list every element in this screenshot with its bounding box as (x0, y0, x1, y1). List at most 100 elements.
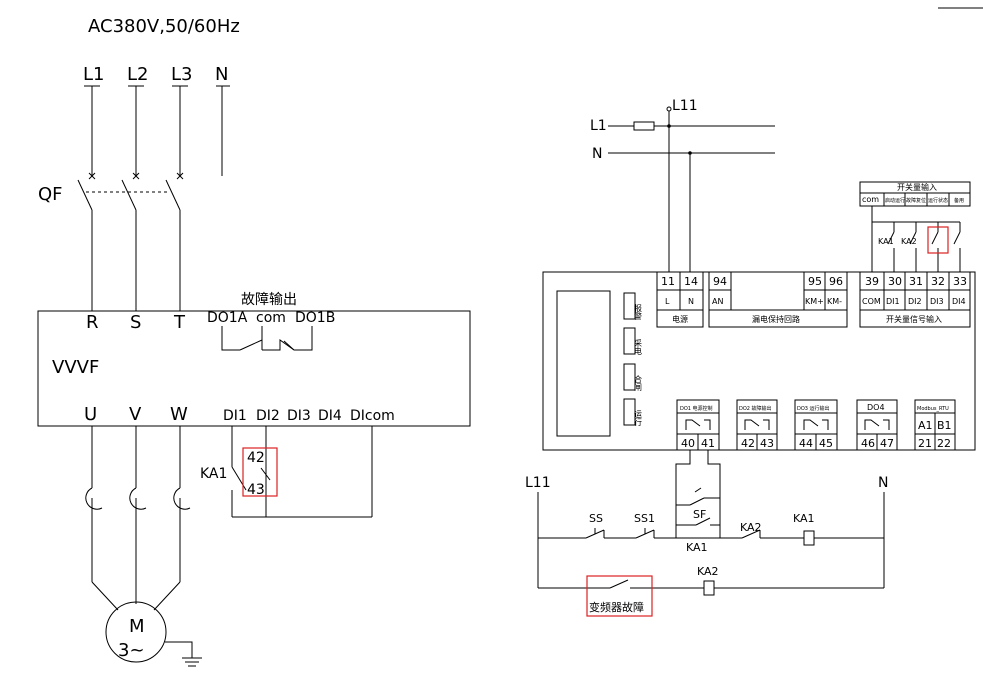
di-contacts: KA1 KA2 (871, 206, 961, 272)
motor-letter: M (129, 616, 145, 637)
terminal-di1: DI1 (223, 408, 247, 424)
protector-display (556, 290, 611, 437)
control-ss: SS (589, 512, 603, 525)
power-terminal-14: 14 (684, 275, 698, 288)
led-alarm: 报警 (634, 303, 643, 321)
power-title: 电源 (672, 314, 688, 324)
fault-contact-symbol (221, 326, 313, 351)
terminal-com: com (256, 310, 286, 326)
power-label-n: N (688, 297, 694, 306)
leak-label-km-plus: KM+ (805, 297, 824, 306)
di-sub-spare: 备用 (954, 197, 964, 204)
phase-label-n: N (215, 64, 228, 85)
protector-l11-node (666, 106, 672, 112)
phase-labels: L1 L2 L3 N (83, 64, 228, 85)
di-terminal-30: 30 (888, 275, 902, 288)
do1-title: DO1 电源控制 (680, 405, 713, 412)
leak-title: 漏电保持回路 (752, 314, 800, 324)
di-terminal-32: 32 (931, 275, 945, 288)
do4-terminal-46: 46 (861, 437, 875, 450)
protector-l11: L11 (672, 98, 698, 114)
di-title: 开关量信号输入 (886, 314, 942, 324)
do3-terminal-45: 45 (819, 437, 833, 450)
di-sub-reset: 故障复位 (906, 197, 926, 204)
control-ka1-coil: KA1 (793, 512, 815, 525)
power-terminal-11: 11 (661, 275, 675, 288)
led-close: 合闸 (634, 374, 643, 392)
di-label-com: COM (862, 297, 881, 306)
left-relay-pin-42: 42 (247, 450, 265, 466)
left-relay-highlight (242, 447, 278, 497)
control-ka2-contact: KA2 (740, 521, 762, 534)
leak-label-an: AN (712, 297, 723, 306)
left-relay-label: KA1 (200, 466, 227, 482)
do3-terminal-44: 44 (799, 437, 813, 450)
do4-block: DO4 46 47 (856, 399, 898, 451)
terminal-di2: DI2 (256, 408, 280, 424)
leak-terminal-block: 94 95 96 AN KM+ KM- 漏电保持回路 (708, 271, 848, 328)
terminal-di3: DI3 (287, 408, 311, 424)
do2-terminal-42: 42 (741, 437, 755, 450)
modbus-title: Modbus_RTU (917, 406, 949, 412)
vfd-output-u: U (84, 404, 97, 425)
do1-terminal-40: 40 (681, 437, 695, 450)
fault-output-title: 故障输出 (241, 292, 297, 308)
di-sub-com: com (862, 195, 879, 204)
left-relay-pin-43: 43 (247, 482, 265, 498)
leak-terminal-94: 94 (713, 275, 727, 288)
phase-label-l2: L2 (127, 64, 148, 85)
modbus-terminal-a1: A1 (918, 419, 933, 432)
control-l11: L11 (525, 475, 551, 491)
di-ka1-loop (231, 426, 373, 518)
supply-lines (608, 111, 775, 272)
do2-block: DO2 故障输出 42 43 (736, 399, 778, 451)
do4-title: DO4 (867, 403, 885, 412)
di-label-di2: DI2 (908, 297, 922, 306)
terminal-di4: DI4 (318, 408, 342, 424)
control-ss1: SS1 (634, 512, 655, 525)
breaker-symbol (77, 172, 184, 311)
di-terminal-block: 39 30 31 32 33 COM DI1 DI2 DI3 DI4 开关量信号… (859, 271, 971, 328)
di-label-di3: DI3 (930, 297, 944, 306)
di-run-state-highlight (927, 226, 949, 254)
di-sub-state: 运行状态 (928, 197, 948, 204)
di-contact-ka1: KA1 (878, 237, 894, 246)
motor-feeders (85, 426, 191, 611)
vfd-input-s: S (130, 312, 141, 333)
phase-bars (84, 85, 230, 176)
modbus-terminal-21: 21 (918, 437, 932, 450)
control-n: N (878, 475, 888, 491)
vfd-name: VVVF (52, 357, 99, 378)
di-label-di4: DI4 (952, 297, 966, 306)
control-sf: SF (693, 508, 706, 521)
di-contact-ka2: KA2 (901, 237, 917, 246)
control-ka2-coil: KA2 (697, 565, 719, 578)
do2-terminal-43: 43 (760, 437, 774, 450)
control-wiring (537, 450, 885, 596)
di-sub-start: 启动运行 (885, 197, 905, 204)
phase-label-l1: L1 (83, 64, 104, 85)
motor-phase: 3~ (118, 640, 145, 661)
led-power: 采电 (634, 338, 643, 355)
vfd-input-t: T (173, 312, 186, 333)
protector-n: N (592, 146, 602, 162)
breaker-label: QF (38, 184, 63, 205)
power-label-l: L (665, 297, 670, 306)
modbus-terminal-b1: B1 (937, 419, 952, 432)
vfd-output-w: W (170, 404, 188, 425)
supply-label: AC380V,50/60Hz (88, 16, 240, 37)
terminal-dicom: DIcom (350, 408, 395, 424)
vfd-input-r: R (86, 312, 99, 333)
leak-terminal-95: 95 (808, 275, 822, 288)
do1-terminal-41: 41 (701, 437, 715, 450)
terminal-do1b: DO1B (295, 310, 335, 326)
do3-title: DO3 运行输出 (797, 405, 830, 412)
do1-block: DO1 电源控制 40 41 (676, 399, 720, 451)
di-terminal-31: 31 (909, 275, 923, 288)
protector-leds: 报警 采电 合闸 运行 (623, 292, 643, 427)
di-header-title: 开关量输入 (897, 182, 937, 192)
control-fault-highlight (586, 575, 653, 617)
control-ka1-contact: KA1 (686, 541, 708, 554)
di-terminal-39: 39 (865, 275, 879, 288)
